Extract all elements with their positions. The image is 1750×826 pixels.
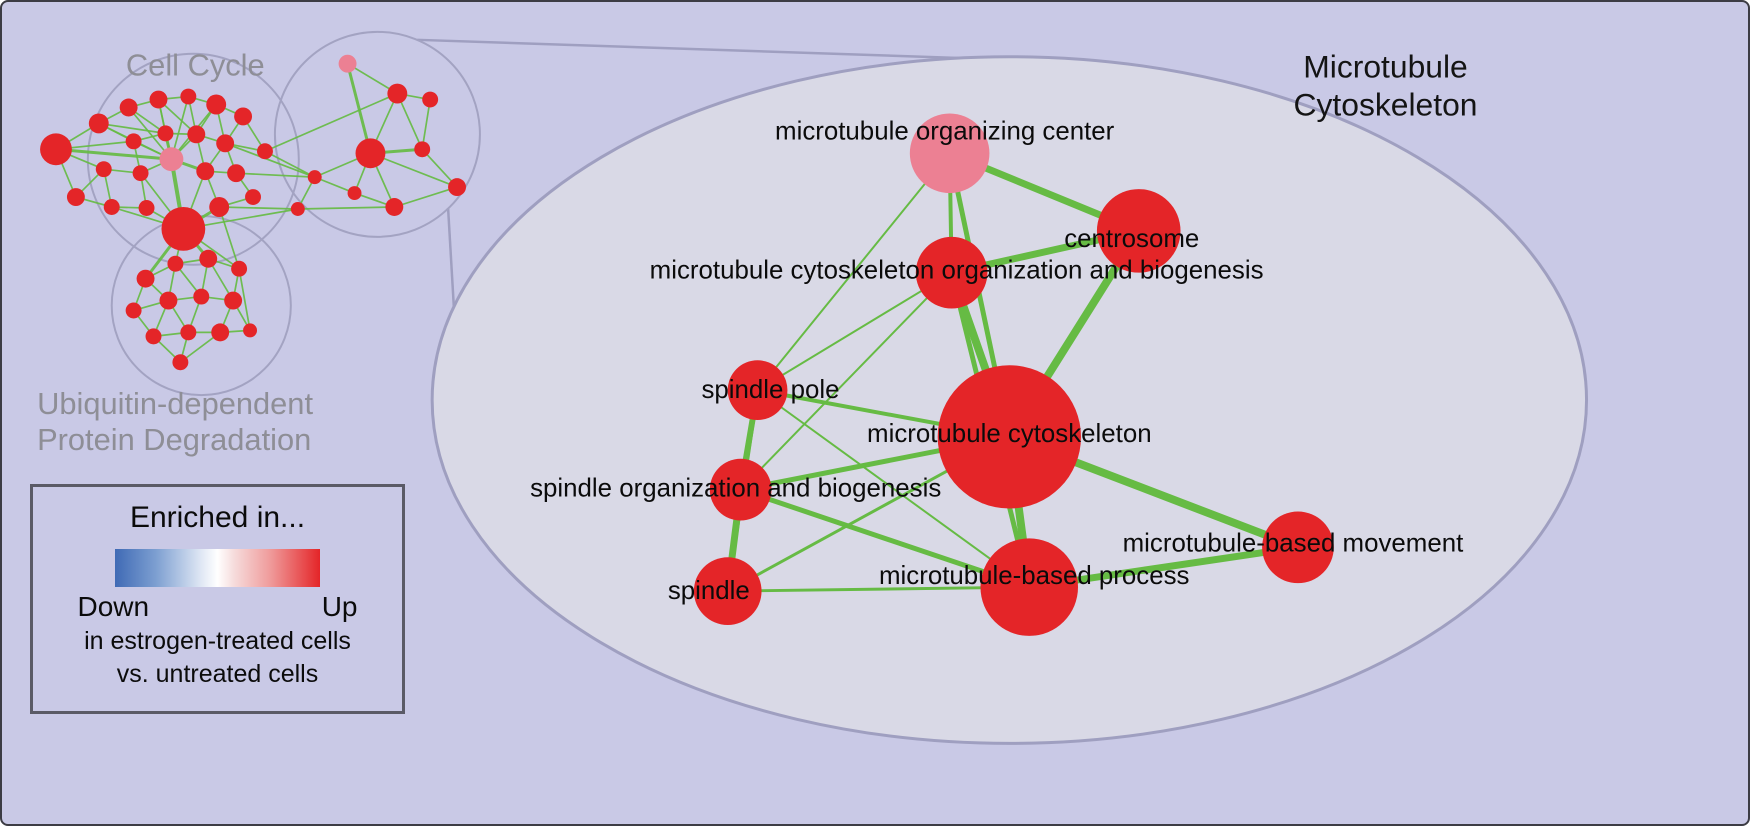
node-label-microtubule-based-movement: microtubule-based movement bbox=[1123, 529, 1464, 557]
overview-node bbox=[307, 170, 322, 185]
main-node-moc bbox=[909, 113, 990, 194]
legend-scale-row: Down Up bbox=[78, 591, 358, 623]
main-node-mt_process bbox=[980, 538, 1079, 636]
overview-node bbox=[206, 94, 227, 115]
legend: Enriched in... Down Up in estrogen-treat… bbox=[30, 484, 405, 714]
main-node-spindle_org bbox=[709, 458, 772, 521]
overview-node bbox=[187, 125, 206, 144]
overview-node bbox=[385, 198, 404, 216]
overview-node bbox=[199, 249, 218, 268]
edge-mco-spindle_pole bbox=[756, 271, 953, 392]
node-label-microtubule-cytoskeleton: microtubule cytoskeleton bbox=[867, 420, 1152, 448]
overview-node bbox=[132, 165, 149, 182]
magnified-network-nodes bbox=[693, 113, 1334, 636]
legend-subtitle-line2: vs. untreated cells bbox=[116, 660, 319, 688]
overview-node bbox=[216, 134, 235, 153]
node-label-centrosome: centrosome bbox=[1064, 225, 1199, 253]
legend-up-label: Up bbox=[321, 591, 358, 622]
cluster-label-ubiquitin-line1: Ubiquitin-dependent bbox=[37, 386, 313, 421]
overview-node bbox=[145, 328, 162, 345]
cluster-label-microtubule-line2: Cytoskeleton bbox=[1294, 86, 1478, 122]
overview-node bbox=[157, 125, 174, 142]
overview-node bbox=[196, 162, 215, 181]
node-label-microtubule-cytoskeleton-organization: microtubule cytoskeleton organization an… bbox=[650, 257, 1264, 285]
node-label-microtubule-organizing-center: microtubule organizing center bbox=[775, 117, 1115, 145]
edge-spindle_pole-mt_process bbox=[756, 389, 1031, 589]
main-node-spindle_pole bbox=[727, 360, 788, 420]
overview-node bbox=[209, 197, 230, 217]
cluster-label-microtubule-line1: Microtubule bbox=[1303, 49, 1468, 85]
labels-layer: Cell Cycle Ubiquitin-dependent Protein D… bbox=[37, 48, 1477, 605]
edge-mt_process-spindle bbox=[726, 585, 1031, 593]
overview-node bbox=[227, 164, 246, 183]
overview-node bbox=[243, 323, 258, 338]
overview-node bbox=[234, 107, 253, 126]
overview-node bbox=[347, 186, 362, 201]
overview-node bbox=[224, 291, 243, 310]
main-node-mco bbox=[915, 236, 988, 309]
main-node-centrosome bbox=[1096, 189, 1181, 273]
overview-node bbox=[125, 133, 142, 150]
cluster-label-cell-cycle: Cell Cycle bbox=[126, 48, 265, 83]
overview-node bbox=[159, 291, 178, 310]
overview-node bbox=[448, 178, 466, 197]
overview-node bbox=[422, 91, 439, 108]
overview-node bbox=[355, 138, 386, 169]
overview-node bbox=[95, 161, 112, 178]
node-label-spindle: spindle bbox=[668, 577, 750, 605]
overview-node bbox=[211, 323, 230, 342]
cluster-label-ubiquitin-line2: Protein Degradation bbox=[37, 422, 311, 457]
overview-node bbox=[172, 354, 189, 371]
legend-title: Enriched in... bbox=[129, 501, 306, 534]
overview-node bbox=[180, 324, 197, 341]
overview-node bbox=[180, 88, 197, 105]
node-label-spindle-organization: spindle organization and biogenesis bbox=[530, 475, 941, 503]
overview-node bbox=[103, 199, 120, 215]
legend-gradient-bar bbox=[115, 549, 320, 587]
overview-node bbox=[338, 54, 357, 73]
main-node-mt_cytoskeleton bbox=[937, 365, 1081, 509]
overview-node bbox=[159, 147, 184, 172]
overview-node bbox=[245, 189, 261, 206]
legend-subtitle-line1: in estrogen-treated cells bbox=[84, 627, 351, 655]
main-node-spindle bbox=[693, 557, 762, 625]
overview-node bbox=[167, 255, 184, 272]
overview-network bbox=[40, 30, 481, 397]
main-node-mt_movement bbox=[1262, 511, 1334, 584]
overview-node bbox=[414, 141, 431, 158]
overview-node bbox=[161, 207, 206, 251]
overview-node bbox=[257, 143, 273, 160]
overview-node bbox=[193, 288, 210, 305]
overview-node bbox=[119, 98, 138, 117]
overview-node bbox=[125, 302, 142, 319]
legend-down-label: Down bbox=[77, 591, 150, 622]
overview-node bbox=[138, 200, 155, 216]
overview-node bbox=[387, 83, 408, 104]
edge-moc-spindle_pole bbox=[756, 152, 951, 392]
overview-node bbox=[136, 269, 155, 288]
overview-node bbox=[88, 113, 109, 134]
node-label-microtubule-based-process: microtubule-based process bbox=[879, 562, 1189, 590]
edge-spindle_org-mt_process bbox=[738, 487, 1032, 590]
node-label-spindle-pole: spindle pole bbox=[701, 376, 839, 404]
overview-node bbox=[40, 133, 72, 166]
edge-mco-spindle_org bbox=[739, 271, 953, 491]
overview-node bbox=[290, 202, 305, 216]
overview-node bbox=[66, 188, 85, 207]
overview-node bbox=[231, 260, 248, 277]
overview-node bbox=[149, 90, 168, 109]
